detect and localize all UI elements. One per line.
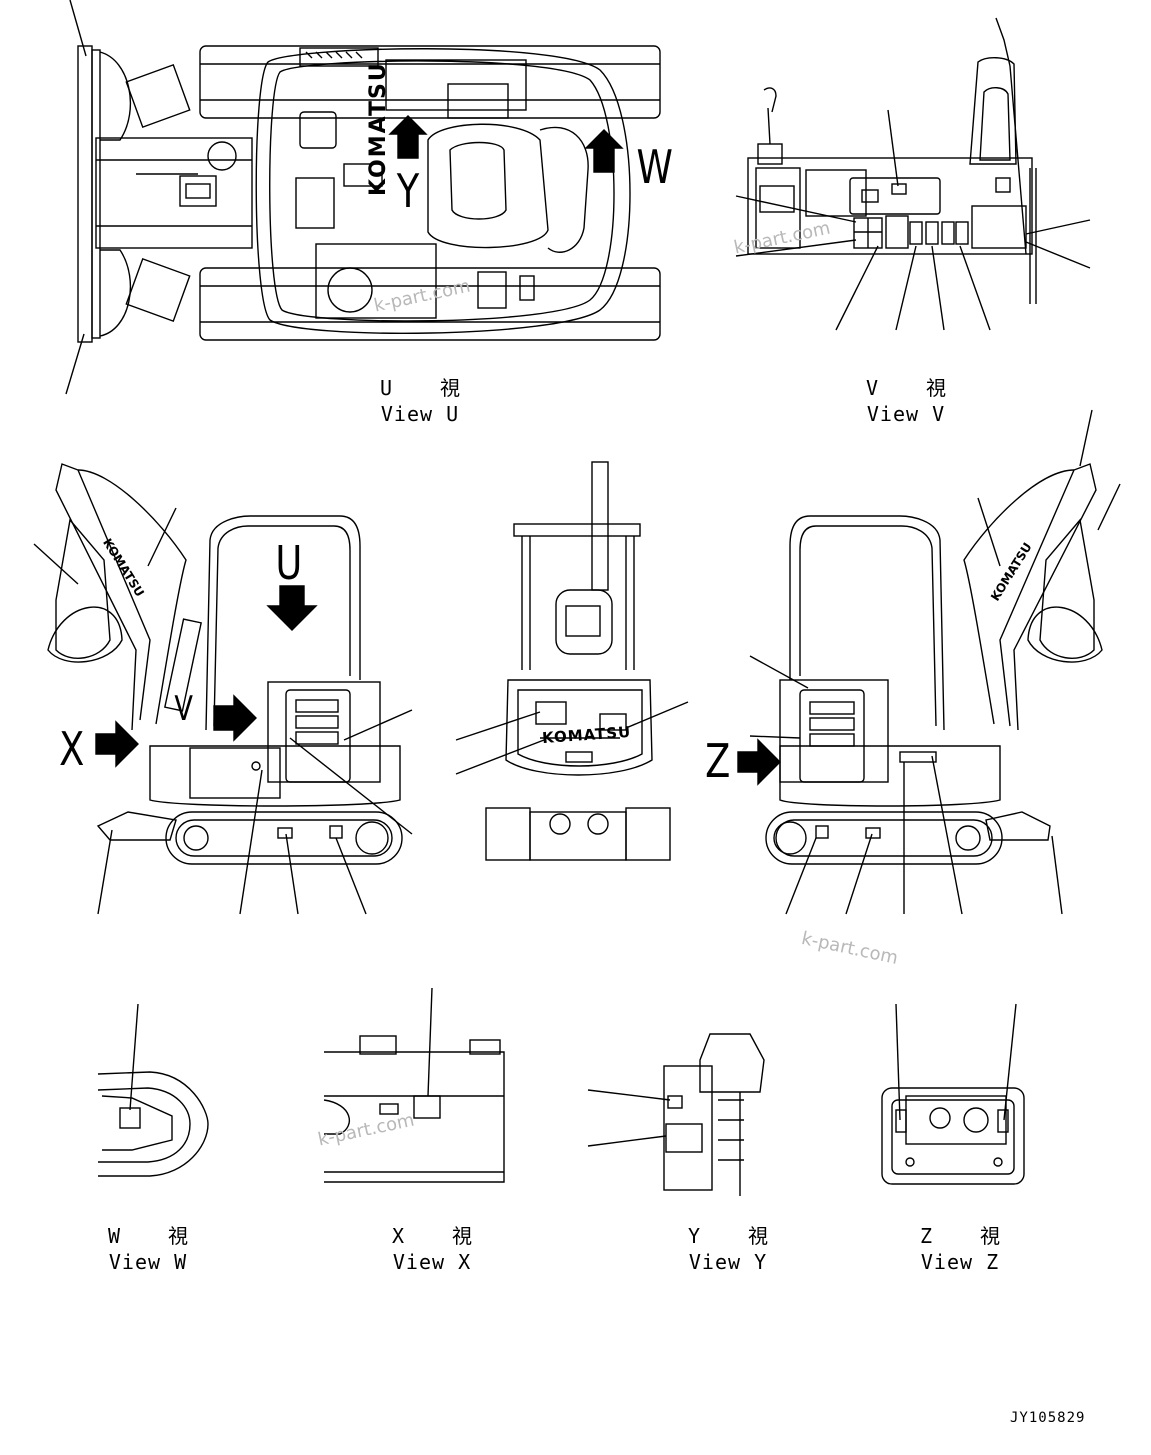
left-side-machine [47,463,403,865]
brand-logo-top-view: KOMATSU [366,61,391,196]
top-view-leaders [65,0,198,395]
rear-view-leaders [455,701,689,775]
marker-u: U [275,536,303,590]
marker-v: V [174,689,193,729]
arrow-to-view-u [266,585,318,631]
top-view-machine [77,45,661,343]
rear-view-machine [485,461,671,861]
marker-w: W [636,140,673,194]
arrow-to-view-z [737,738,781,786]
marker-z: Z [705,734,731,788]
marker-y: Y [396,164,420,218]
marker-x: X [59,722,85,776]
right-side-machine [765,463,1103,865]
view-x-detail [323,987,505,1183]
right-side-leaders [749,409,1121,915]
left-side-leaders [33,507,413,915]
view-w-detail [97,1003,209,1177]
view-v-leaders [735,109,1091,331]
arrow-to-view-y [388,115,428,159]
arrow-to-view-v [213,694,257,742]
view-z-detail [881,1003,1025,1185]
view-v-console [747,17,1037,304]
arrow-to-view-w [584,129,624,173]
document-number: JY105829 [1010,1410,1086,1426]
view-y-detail [587,1033,765,1196]
arrow-to-view-x [95,720,139,768]
